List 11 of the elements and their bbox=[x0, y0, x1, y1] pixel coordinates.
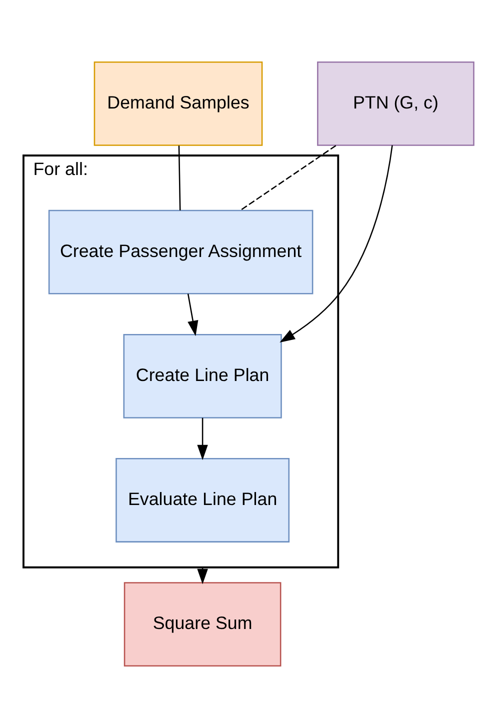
node-box: Create Line Plan bbox=[123, 334, 282, 418]
connector bbox=[178, 146, 181, 210]
node-box: Create Passenger Assignment bbox=[48, 210, 314, 294]
node-box: PTN (G, c) bbox=[317, 61, 474, 146]
node-box: Demand Samples bbox=[94, 61, 263, 146]
arrow bbox=[280, 145, 393, 342]
arrow bbox=[187, 294, 198, 336]
node-box: Evaluate Line Plan bbox=[116, 458, 290, 542]
arrow bbox=[197, 418, 208, 460]
node-box: Square Sum bbox=[124, 582, 282, 667]
connector bbox=[240, 145, 336, 211]
